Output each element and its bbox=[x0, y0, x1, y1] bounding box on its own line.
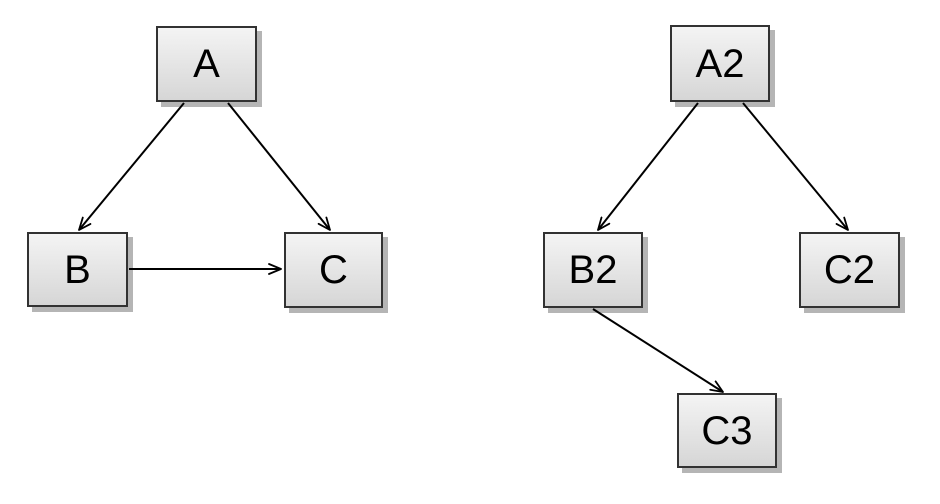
node-label-B2: B2 bbox=[568, 248, 618, 292]
node-label-A: A bbox=[193, 42, 220, 86]
node-B[interactable]: B bbox=[27, 232, 128, 307]
node-A2[interactable]: A2 bbox=[670, 25, 770, 102]
node-label-C2: C2 bbox=[823, 248, 876, 292]
node-C[interactable]: C bbox=[284, 232, 383, 308]
node-A[interactable]: A bbox=[156, 26, 257, 102]
node-C3[interactable]: C3 bbox=[677, 393, 777, 468]
node-label-C: C bbox=[319, 248, 348, 292]
node-label-C3: C3 bbox=[701, 408, 753, 453]
node-B2[interactable]: B2 bbox=[543, 232, 643, 308]
node-C2[interactable]: C2 bbox=[799, 232, 900, 308]
node-label-A2: A2 bbox=[695, 41, 745, 86]
node-label-B: B bbox=[64, 247, 91, 292]
